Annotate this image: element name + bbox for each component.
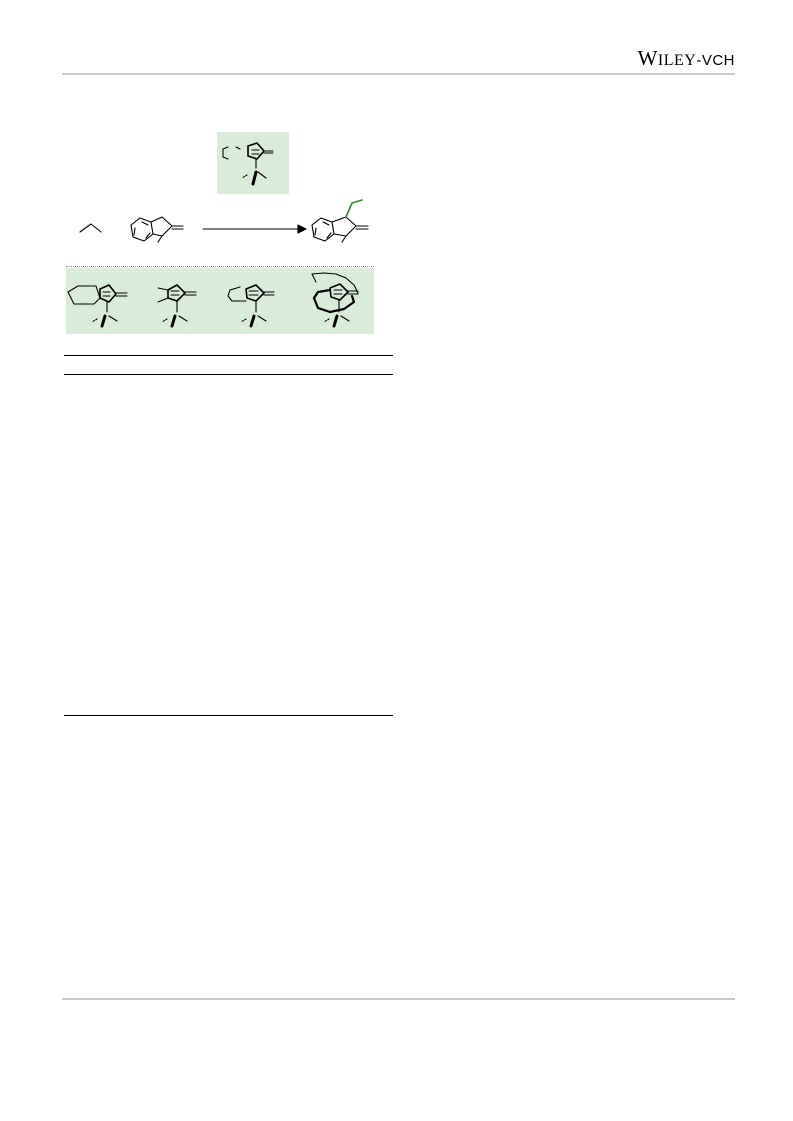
starting-material-structure — [130, 216, 184, 243]
catalyst-variant-2 — [157, 284, 197, 328]
table-bottom-rule — [64, 715, 393, 716]
new-bond — [345, 199, 363, 218]
footer-rule — [62, 998, 735, 1000]
logo-iley: ILEY — [657, 52, 697, 69]
catalyst-row-box — [66, 268, 374, 334]
table-header-rule — [64, 374, 393, 375]
header-rule — [62, 73, 735, 75]
alkene-reagent — [79, 223, 102, 233]
right-arrow-icon — [297, 224, 307, 234]
catalyst-variant-1 — [67, 284, 128, 328]
catalyst-variant-4 — [311, 272, 359, 328]
publisher-logo: WILEY-VCH — [638, 46, 735, 71]
table-top-rule — [64, 355, 393, 356]
logo-w: W — [637, 46, 658, 70]
product-structure — [311, 199, 369, 243]
catalyst-variant-3 — [227, 284, 275, 328]
logo-vch: -VCH — [696, 52, 735, 69]
featured-catalyst-structure — [222, 142, 274, 186]
dotted-separator — [66, 266, 374, 267]
